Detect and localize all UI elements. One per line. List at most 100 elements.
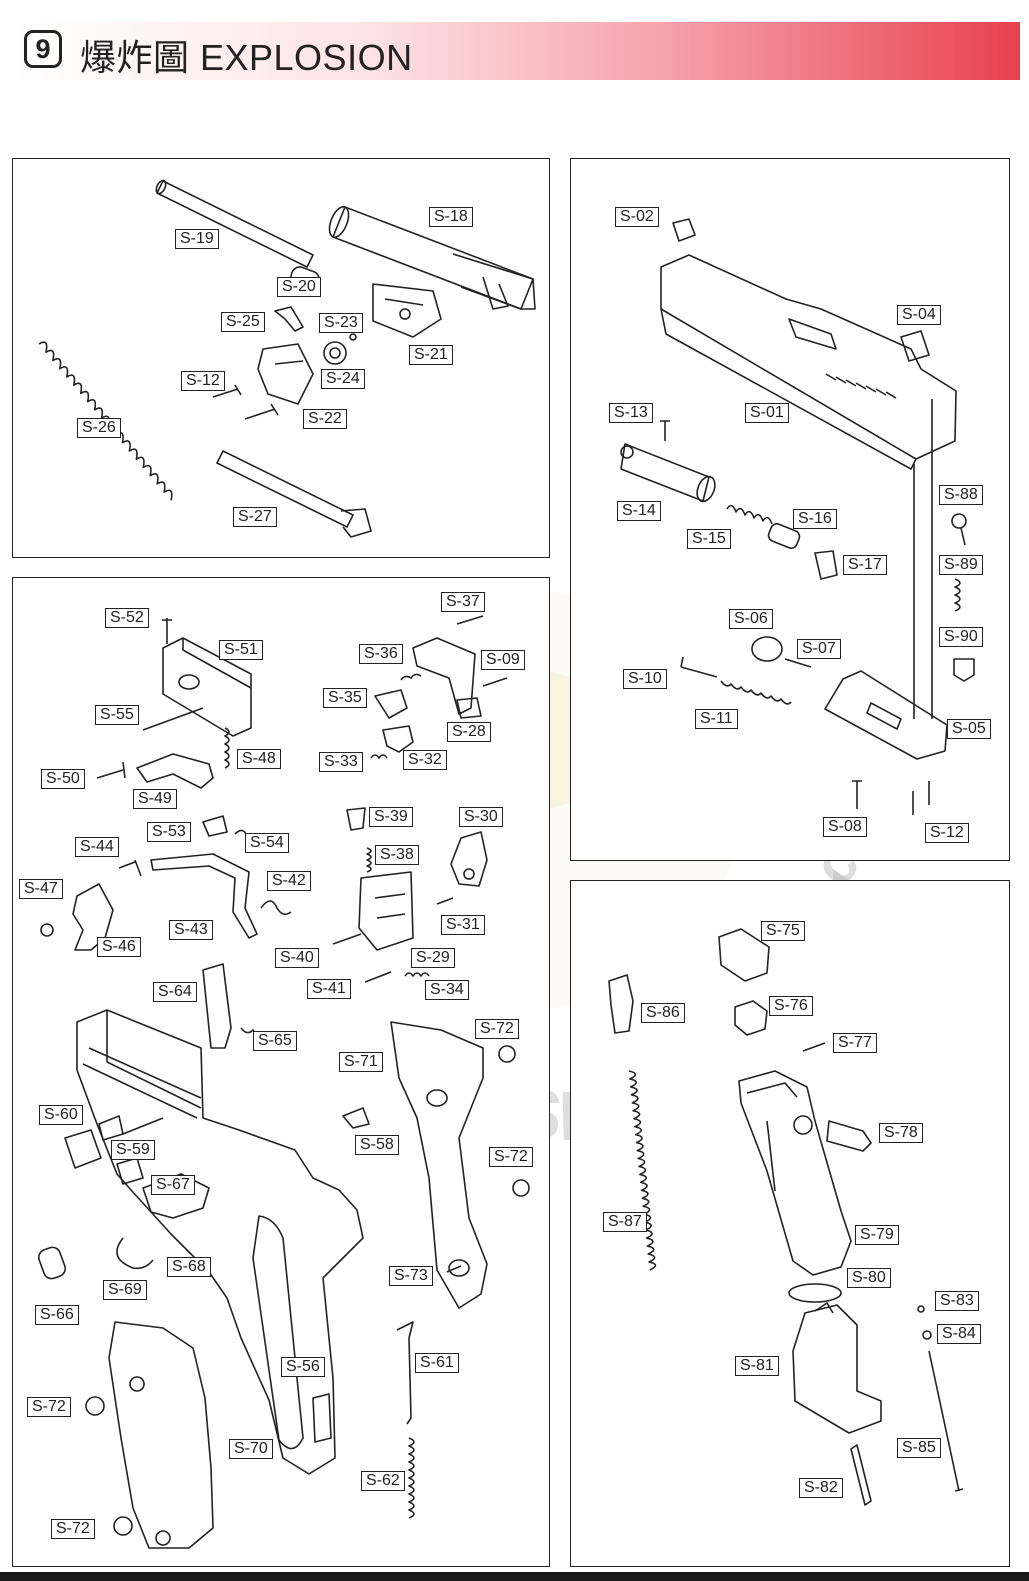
part-label: S-10: [623, 669, 667, 689]
part-label: S-18: [429, 207, 473, 227]
part-label: S-59: [111, 1140, 155, 1160]
part-label: S-79: [855, 1225, 899, 1245]
part-label: S-37: [441, 592, 485, 612]
part-label: S-80: [847, 1268, 891, 1288]
part-label: S-20: [277, 277, 321, 297]
part-label: S-73: [389, 1266, 433, 1286]
part-label: S-58: [355, 1135, 399, 1155]
part-label: S-23: [319, 313, 363, 333]
part-label: S-54: [245, 833, 289, 853]
part-label: S-13: [609, 403, 653, 423]
part-label: S-27: [233, 507, 277, 527]
part-label: S-34: [425, 980, 469, 1000]
part-label: S-15: [687, 529, 731, 549]
part-label: S-72: [27, 1397, 71, 1417]
part-label: S-47: [19, 879, 63, 899]
part-label: S-66: [35, 1305, 79, 1325]
part-label: S-43: [169, 920, 213, 940]
part-label: S-31: [441, 915, 485, 935]
part-label: S-89: [939, 555, 983, 575]
part-label: S-30: [459, 807, 503, 827]
part-label: S-41: [307, 979, 351, 999]
part-label: S-84: [937, 1324, 981, 1344]
part-label: S-28: [447, 722, 491, 742]
panel-slide-assembly: S-02 S-04 S-13 S-01 S-14 S-16 S-88 S-15 …: [570, 158, 1010, 861]
part-label: S-49: [133, 789, 177, 809]
part-label: S-88: [939, 485, 983, 505]
bottom-border-bar: [0, 1572, 1029, 1581]
part-label: S-35: [323, 688, 367, 708]
part-label: S-26: [77, 418, 121, 438]
part-label: S-36: [359, 644, 403, 664]
part-label: S-17: [843, 555, 887, 575]
part-label: S-39: [369, 807, 413, 827]
part-label: S-21: [409, 345, 453, 365]
part-label: S-16: [793, 509, 837, 529]
part-label: S-24: [321, 369, 365, 389]
panel-magazine-assembly: S-75 S-86 S-76 S-77 S-78 S-87 S-79 S-80 …: [570, 880, 1010, 1567]
part-label: S-75: [761, 921, 805, 941]
part-label: S-19: [175, 229, 219, 249]
part-label: S-87: [603, 1212, 647, 1232]
part-label: S-29: [411, 948, 455, 968]
part-label: S-62: [361, 1471, 405, 1491]
part-label: S-40: [275, 948, 319, 968]
part-label: S-04: [897, 305, 941, 325]
magazine-parts-drawing: [608, 928, 964, 1506]
part-label: S-65: [253, 1031, 297, 1051]
part-label: S-70: [229, 1439, 273, 1459]
page-header: 9 爆炸圖 EXPLOSION: [14, 22, 1020, 80]
part-label: S-06: [729, 609, 773, 629]
part-label: S-22: [303, 409, 347, 429]
part-label: S-64: [153, 982, 197, 1002]
part-label: S-81: [735, 1356, 779, 1376]
part-label: S-69: [103, 1280, 147, 1300]
part-label: S-82: [799, 1478, 843, 1498]
part-label: S-48: [237, 749, 281, 769]
part-label: S-67: [151, 1175, 195, 1195]
part-label: S-68: [167, 1257, 211, 1277]
part-label: S-44: [75, 837, 119, 857]
part-label: S-33: [319, 752, 363, 772]
part-label: S-83: [935, 1291, 979, 1311]
part-label: S-42: [267, 871, 311, 891]
panel-barrel-assembly: S-19 S-18 S-20 S-25 S-23 S-21 S-12 S-24 …: [12, 158, 550, 558]
page-title: 爆炸圖 EXPLOSION: [80, 37, 413, 78]
part-label: S-09: [481, 650, 525, 670]
part-label: S-51: [219, 640, 263, 660]
part-label: S-72: [489, 1147, 533, 1167]
part-label: S-02: [615, 207, 659, 227]
part-label: S-05: [947, 719, 991, 739]
part-label: S-60: [39, 1105, 83, 1125]
part-label: S-32: [403, 750, 447, 770]
part-label: S-25: [221, 312, 265, 332]
part-label: S-78: [879, 1123, 923, 1143]
part-label: S-71: [339, 1052, 383, 1072]
part-label: S-86: [641, 1003, 685, 1023]
part-label: S-46: [97, 937, 141, 957]
part-label: S-77: [833, 1033, 877, 1053]
part-label: S-11: [695, 709, 738, 729]
part-label: S-50: [41, 769, 85, 789]
panel-frame-assembly: S-52 S-37 S-51 S-36 S-09 S-35 S-55 S-28 …: [12, 577, 550, 1567]
part-label: S-72: [51, 1519, 95, 1539]
part-label: S-52: [105, 608, 149, 628]
section-number-badge: 9: [24, 30, 62, 68]
part-label: S-72: [475, 1019, 519, 1039]
part-label: S-12: [925, 823, 969, 843]
part-label: S-08: [823, 817, 867, 837]
part-label: S-56: [281, 1357, 325, 1377]
part-label: S-55: [95, 705, 139, 725]
part-label: S-07: [797, 639, 841, 659]
slide-parts-drawing: [620, 218, 975, 815]
part-label: S-14: [617, 501, 661, 521]
part-label: S-38: [375, 845, 419, 865]
part-label: S-85: [897, 1438, 941, 1458]
part-label: S-76: [769, 996, 813, 1016]
part-label: S-12: [181, 371, 225, 391]
part-label: S-61: [415, 1353, 459, 1373]
part-label: S-53: [147, 822, 191, 842]
part-label: S-90: [939, 627, 983, 647]
barrel-parts-drawing: [38, 179, 536, 538]
frame-parts-drawing: [37, 615, 530, 1549]
